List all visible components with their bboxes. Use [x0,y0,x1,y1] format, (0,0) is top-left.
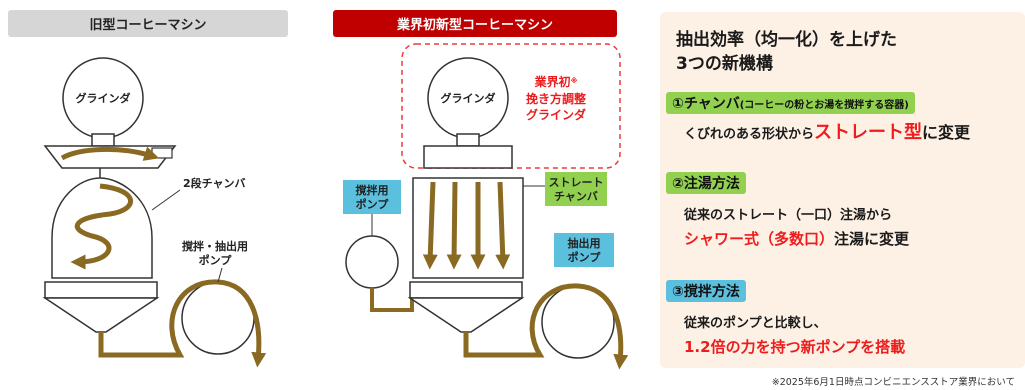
feature-2-tag: ②注湯方法 [666,172,746,194]
feature-1-text-red: ストレート型 [814,122,923,143]
stir-pump-tag [343,180,401,214]
stir-pump-label-2: ポンプ [356,197,390,211]
old-funnel-tray [43,145,177,169]
old-chamber-label: 2段チャンバ [183,176,246,190]
new-machine-header: 業界初新型コーヒーマシン [333,10,617,37]
feature-1-title: ①チャンバ [672,96,740,112]
new-grinder: グラインダ [427,57,509,147]
old-chamber [51,177,153,279]
feature-2-text-red: シャワー式（多数口） [684,230,835,248]
machine-diagram: グラインダ 2段チャンバ 撹拌・抽出用 ポンプ グラインダ 業界初※ 挽き方調整… [42,43,629,370]
feature-3-line-2: 1.2倍の力を持つ新ポンプを搭載 [684,338,906,356]
panel-title-line-2: 3つの新機構 [676,54,773,74]
feature-2-line-1: 従来のストレート（一口）注湯から [684,208,893,223]
new-grinder-label: グラインダ [441,91,496,105]
feature-2-title: ②注湯方法 [672,176,740,192]
feature-3-title: ③撹拌方法 [672,284,740,300]
footnote: ※2025年6月1日時点コンビニエンスストア業界において [771,377,1015,388]
feature-1-text-pre: くびれのある形状から [684,127,815,142]
feature-3-line-1: 従来のポンプと比較し、 [684,316,827,331]
feature-3-tag: ③撹拌方法 [666,280,746,302]
old-grinder: グラインダ [62,57,144,147]
old-machine-header: 旧型コーヒーマシン [8,10,288,37]
new-grinder-note-2: 挽き方調整 [526,91,586,106]
straight-chamber-tag [545,172,607,206]
straight-chamber-label-2: チャンバ [554,190,598,203]
extract-pump-label-2: ポンプ [568,250,602,264]
old-pump-label-1: 撹拌・抽出用 [182,239,248,253]
old-grinder-label: グラインダ [76,91,131,105]
stir-pump-label-1: 撹拌用 [356,183,389,197]
new-lower-funnel [407,281,525,333]
feature-1-text: くびれのある形状からストレート型に変更 [684,118,970,144]
old-lower-funnel [42,281,160,333]
old-pump-label-2: ポンプ [199,253,233,267]
straight-chamber-label-1: ストレート [549,176,604,189]
extract-pump-label-1: 抽出用 [568,236,601,250]
panel-title: 抽出効率（均一化）を上げた 3つの新機構 [676,28,897,76]
panel-title-line-1: 抽出効率（均一化）を上げた [676,30,897,50]
feature-1-text-post: に変更 [922,123,971,142]
old-pump [98,279,267,368]
new-grinder-note-1: 業界初※ [534,74,578,89]
extract-pump [463,283,629,370]
stir-pump [345,235,414,312]
new-straight-chamber [412,177,524,279]
extract-pump-tag [554,233,614,267]
feature-1-note: (コーヒーの粉とお湯を撹拌する容器) [739,99,909,111]
new-shower-head [423,145,513,169]
new-grinder-note-3: グラインダ [526,107,586,122]
feature-2-text-post: 注湯に変更 [834,230,910,248]
feature-1-tag: ①チャンバ (コーヒーの粉とお湯を撹拌する容器) [666,92,915,114]
feature-2-line-2: シャワー式（多数口）注湯に変更 [684,228,909,249]
